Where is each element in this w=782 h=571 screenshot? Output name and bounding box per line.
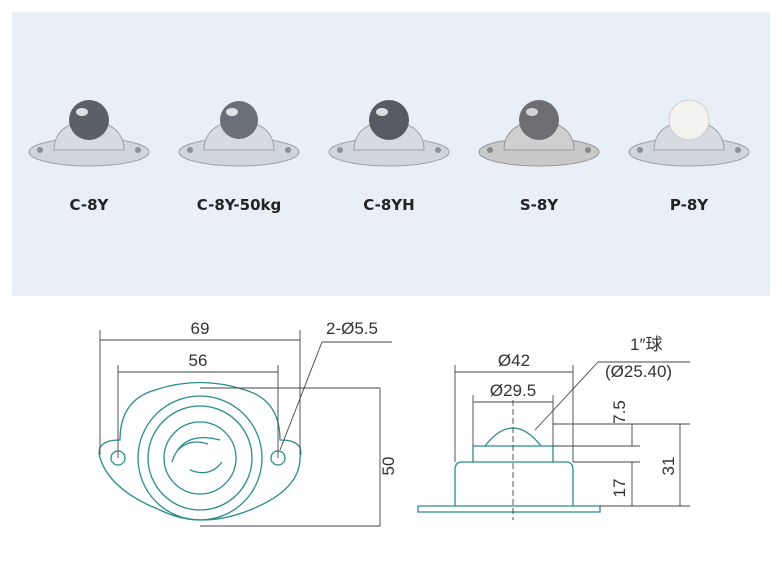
ball-transfer-image [478, 100, 600, 167]
dim-ball-protrusion: 7.5 [610, 400, 629, 424]
ball-transfer-image [178, 101, 300, 167]
dim-body-height: 17 [610, 479, 629, 498]
side-body [454, 461, 574, 506]
dim-holes: 2-Ø5.5 [326, 319, 378, 338]
dim-flange-diameter: Ø42 [498, 351, 530, 370]
ball-transfer-image [28, 100, 150, 167]
product-s-8y [464, 84, 614, 234]
dim-body-diameter: Ø29.5 [490, 381, 536, 400]
product-c-8y [14, 84, 164, 234]
side-flange [417, 505, 601, 513]
dim-height: 50 [379, 457, 398, 476]
ball-transfer-image [628, 99, 750, 167]
product-label: C-8Y [69, 196, 109, 214]
technical-drawing: 69 56 2-Ø5.5 50 Ø42 Ø29.5 1″球 (Ø25.40) 7… [98, 319, 690, 527]
product-label: C-8Y-50kg [196, 196, 282, 214]
product-c-8y-50kg [164, 84, 314, 234]
product-photo-panel: C-8Y C-8Y-50kg C-8YH [12, 12, 770, 296]
product-c-8yh [314, 84, 464, 234]
product-p-8y [614, 84, 764, 234]
product-label: C-8YH [363, 196, 415, 214]
dim-total-height: 31 [659, 457, 678, 476]
dim-hole-pitch: 56 [189, 351, 208, 370]
dim-ball-size: 1″球 [630, 335, 662, 354]
ball-transfer-image [328, 100, 450, 167]
flange-outline [98, 381, 302, 521]
product-label: P-8Y [669, 196, 709, 214]
dim-overall-width: 69 [191, 319, 210, 338]
product-label: S-8Y [519, 196, 559, 214]
dim-ball-diameter: (Ø25.40) [605, 362, 672, 381]
